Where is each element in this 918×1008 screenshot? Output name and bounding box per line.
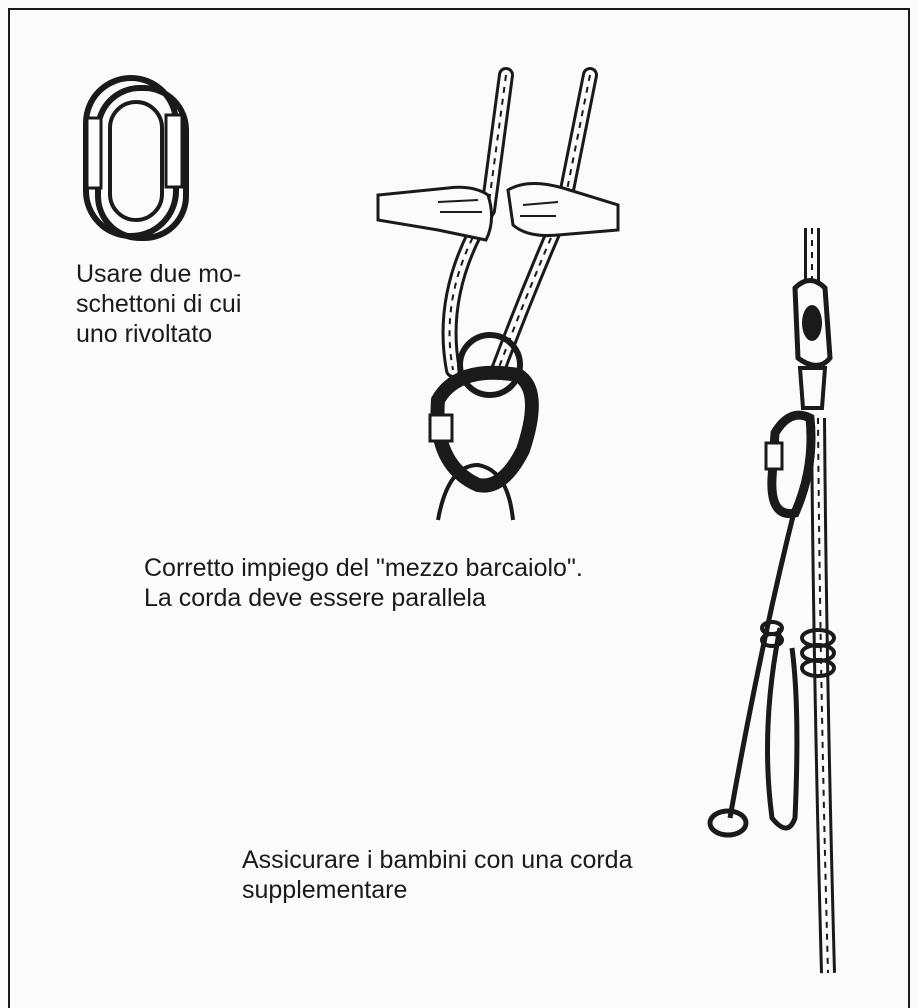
child-safety-rope-illustration [700, 228, 870, 978]
caption-line: supplementare [242, 875, 722, 905]
caption-line: La corda deve essere parallela [144, 583, 664, 613]
caption-line: Assicurare i bambini con una corda [242, 845, 722, 875]
caption-line: Usare due mo- [76, 259, 300, 289]
caption-line: schettoni di cui [76, 289, 300, 319]
carabiners-caption: Usare due mo- schettoni di cui uno rivol… [76, 259, 300, 349]
half-clove-hitch-belay-illustration [378, 70, 628, 525]
caption-line: Corretto impiego del "mezzo barcaiolo". [144, 553, 664, 583]
children-caption: Assicurare i bambini con una corda suppl… [242, 845, 722, 905]
belay-caption: Corretto impiego del "mezzo barcaiolo". … [144, 553, 664, 613]
caption-line: uno rivoltato [76, 319, 300, 349]
two-carabiners-illustration [78, 70, 193, 245]
